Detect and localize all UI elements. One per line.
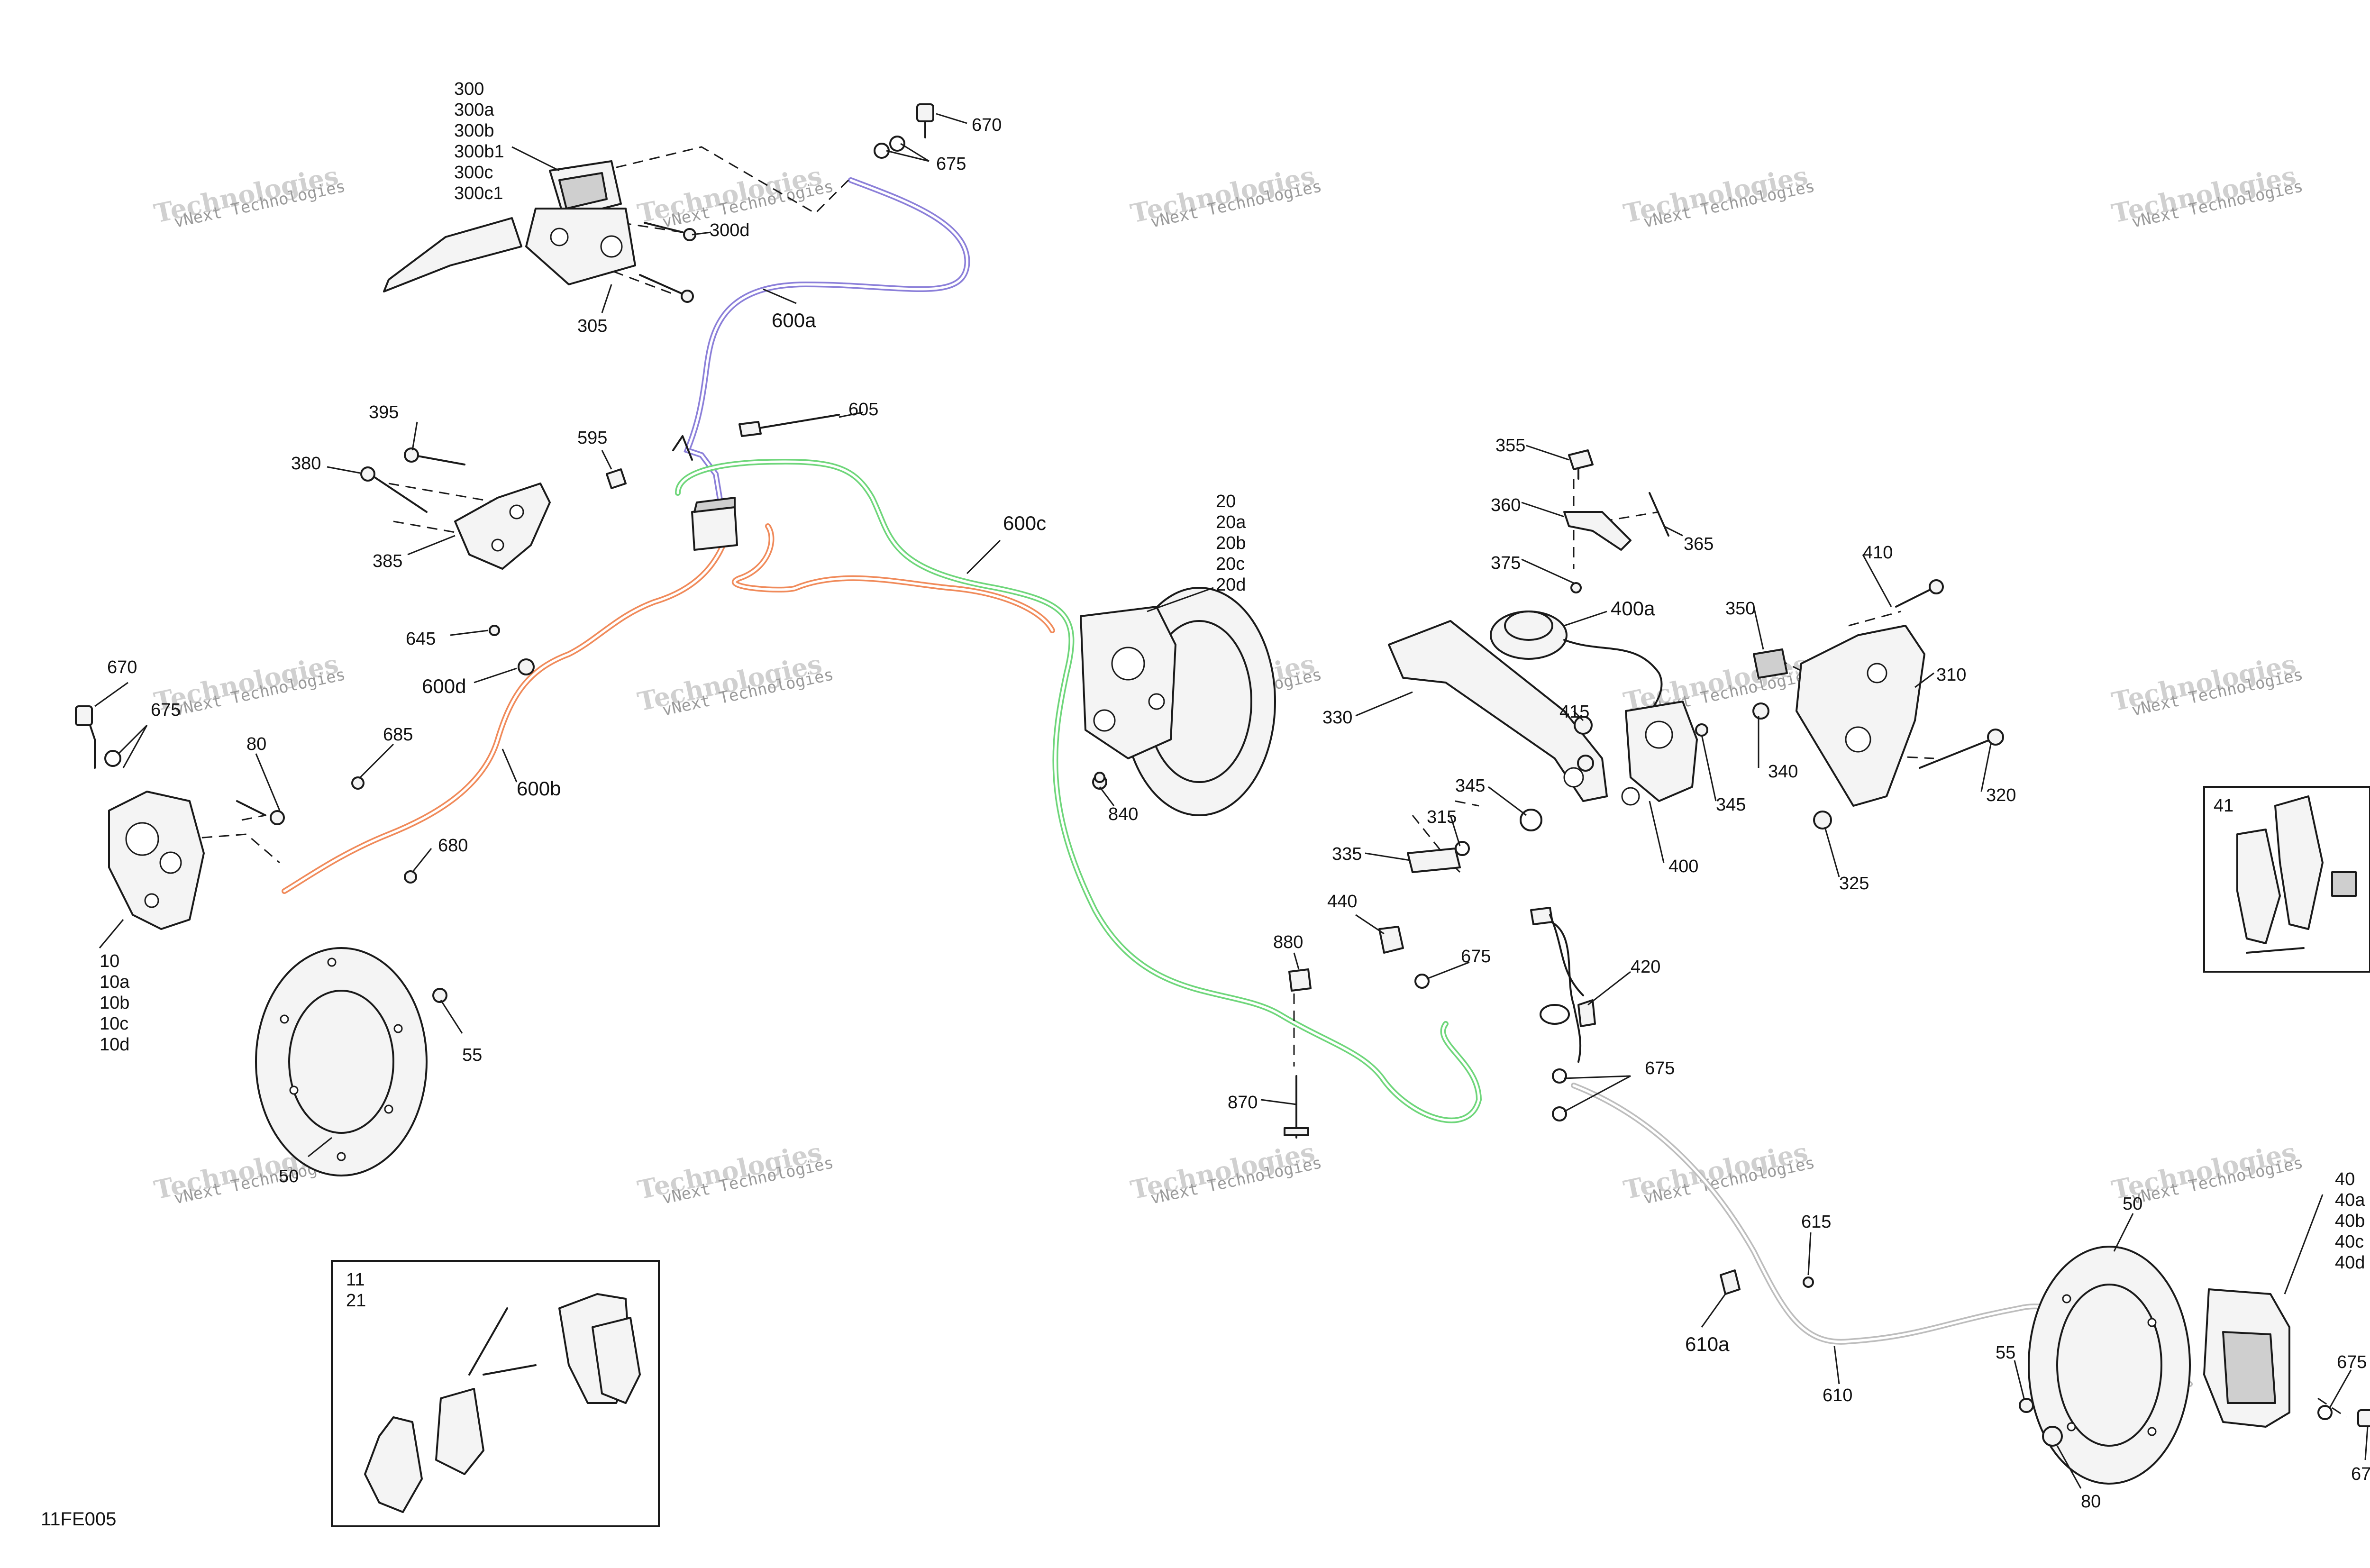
pads-box-11-21 (331, 1260, 660, 1527)
brake-lines (282, 177, 2193, 1387)
callout-345-right: 345 (1716, 795, 1746, 815)
callout-670: 670 (972, 115, 1002, 135)
callout-605: 605 (848, 400, 878, 419)
callout-380: 380 (291, 454, 321, 474)
callout-350: 350 (1725, 599, 1755, 619)
bracket-385 (360, 447, 551, 570)
figure-code: 11FE005 (41, 1509, 116, 1530)
callout-610: 610 (1823, 1386, 1852, 1405)
callout-385: 385 (373, 551, 402, 571)
callout-400: 400 (1668, 857, 1698, 876)
callout-325: 325 (1839, 874, 1869, 893)
callout-880: 880 (1273, 932, 1303, 952)
leader-lines (94, 113, 2369, 1489)
callout-11-21: 11 21 (346, 1270, 370, 1311)
callout-410: 410 (1863, 543, 1893, 563)
brake-pedal-330 (1388, 620, 1698, 806)
rear-caliper-40 (2019, 1246, 2370, 1485)
pedal-pivot-parts (1407, 809, 1542, 873)
callout-375: 375 (1491, 553, 1521, 573)
callout-55-right: 55 (1996, 1343, 2015, 1363)
callout-440: 440 (1327, 892, 1357, 912)
fittings-670-675-top (874, 103, 934, 159)
callout-415: 415 (1559, 702, 1589, 722)
front-master-cylinder-300 (383, 160, 696, 303)
callout-675: 675 (936, 154, 966, 174)
callout-600b: 600b (517, 777, 561, 800)
callout-345-left: 345 (1455, 776, 1485, 796)
callout-41: 41 (2214, 796, 2233, 816)
callout-675-left: 675 (151, 700, 181, 720)
callout-600a: 600a (772, 309, 816, 331)
rear-line-fittings (1720, 1269, 1814, 1295)
caliper-10 (75, 705, 285, 930)
callout-50-left: 50 (279, 1167, 299, 1186)
callout-675-mid: 675 (1461, 947, 1491, 966)
callout-335: 335 (1332, 844, 1362, 864)
callout-420: 420 (1631, 957, 1660, 977)
callout-680: 680 (438, 836, 468, 856)
callout-300: 300 300a 300b 300b1 300c 300c1 (454, 79, 509, 203)
small-fasteners-mid (351, 625, 1105, 884)
callout-10: 10 10a 10b 10c 10d (100, 951, 135, 1055)
reservoir-400a (1490, 449, 1669, 721)
callout-320: 320 (1986, 785, 2016, 805)
junction-block (606, 414, 840, 551)
callout-870: 870 (1228, 1093, 1258, 1112)
callout-595: 595 (577, 428, 607, 448)
sensor-420 (1284, 907, 1596, 1139)
callout-310: 310 (1936, 665, 1966, 685)
callout-20: 20 20a 20b 20c 20d (1216, 492, 1251, 595)
callout-675-right: 675 (2337, 1352, 2367, 1372)
callout-600c: 600c (1003, 512, 1046, 534)
callout-685: 685 (383, 725, 413, 745)
callout-355: 355 (1495, 436, 1525, 456)
brake-disc-50-left (255, 947, 447, 1176)
callout-305: 305 (577, 316, 607, 336)
callout-labels: 300 300a 300b 300b1 300c 300c1 300d 305 … (41, 79, 2370, 1530)
callout-675-sensor: 675 (1645, 1058, 1675, 1078)
callout-55-left: 55 (462, 1045, 482, 1065)
callout-330: 330 (1322, 708, 1352, 728)
callout-360: 360 (1491, 495, 1521, 515)
callout-50-right: 50 (2123, 1194, 2142, 1214)
callout-840: 840 (1108, 804, 1138, 824)
callout-645: 645 (406, 629, 436, 649)
callout-670-right: 670 (2351, 1464, 2370, 1484)
callout-400a: 400a (1611, 597, 1655, 620)
callout-395: 395 (369, 402, 399, 422)
callout-40: 40 40a 40b 40c 40d (2335, 1169, 2370, 1273)
callout-615: 615 (1801, 1212, 1831, 1232)
front-caliper-20 (1080, 587, 1276, 816)
callout-340: 340 (1768, 762, 1798, 782)
callout-670-left: 670 (107, 657, 137, 677)
callout-600d: 600d (422, 675, 466, 697)
mount-bracket-310 (1574, 579, 2004, 830)
callout-365: 365 (1684, 534, 1714, 554)
callout-315: 315 (1427, 807, 1457, 827)
assembly-lines (184, 146, 2347, 1418)
brake-line-600c (675, 458, 1482, 1123)
callout-300d: 300d (710, 220, 750, 240)
callout-610a: 610a (1685, 1333, 1730, 1355)
callout-80-left: 80 (246, 734, 266, 754)
pads-box-41 (2203, 786, 2370, 973)
callout-80-right: 80 (2081, 1492, 2101, 1512)
